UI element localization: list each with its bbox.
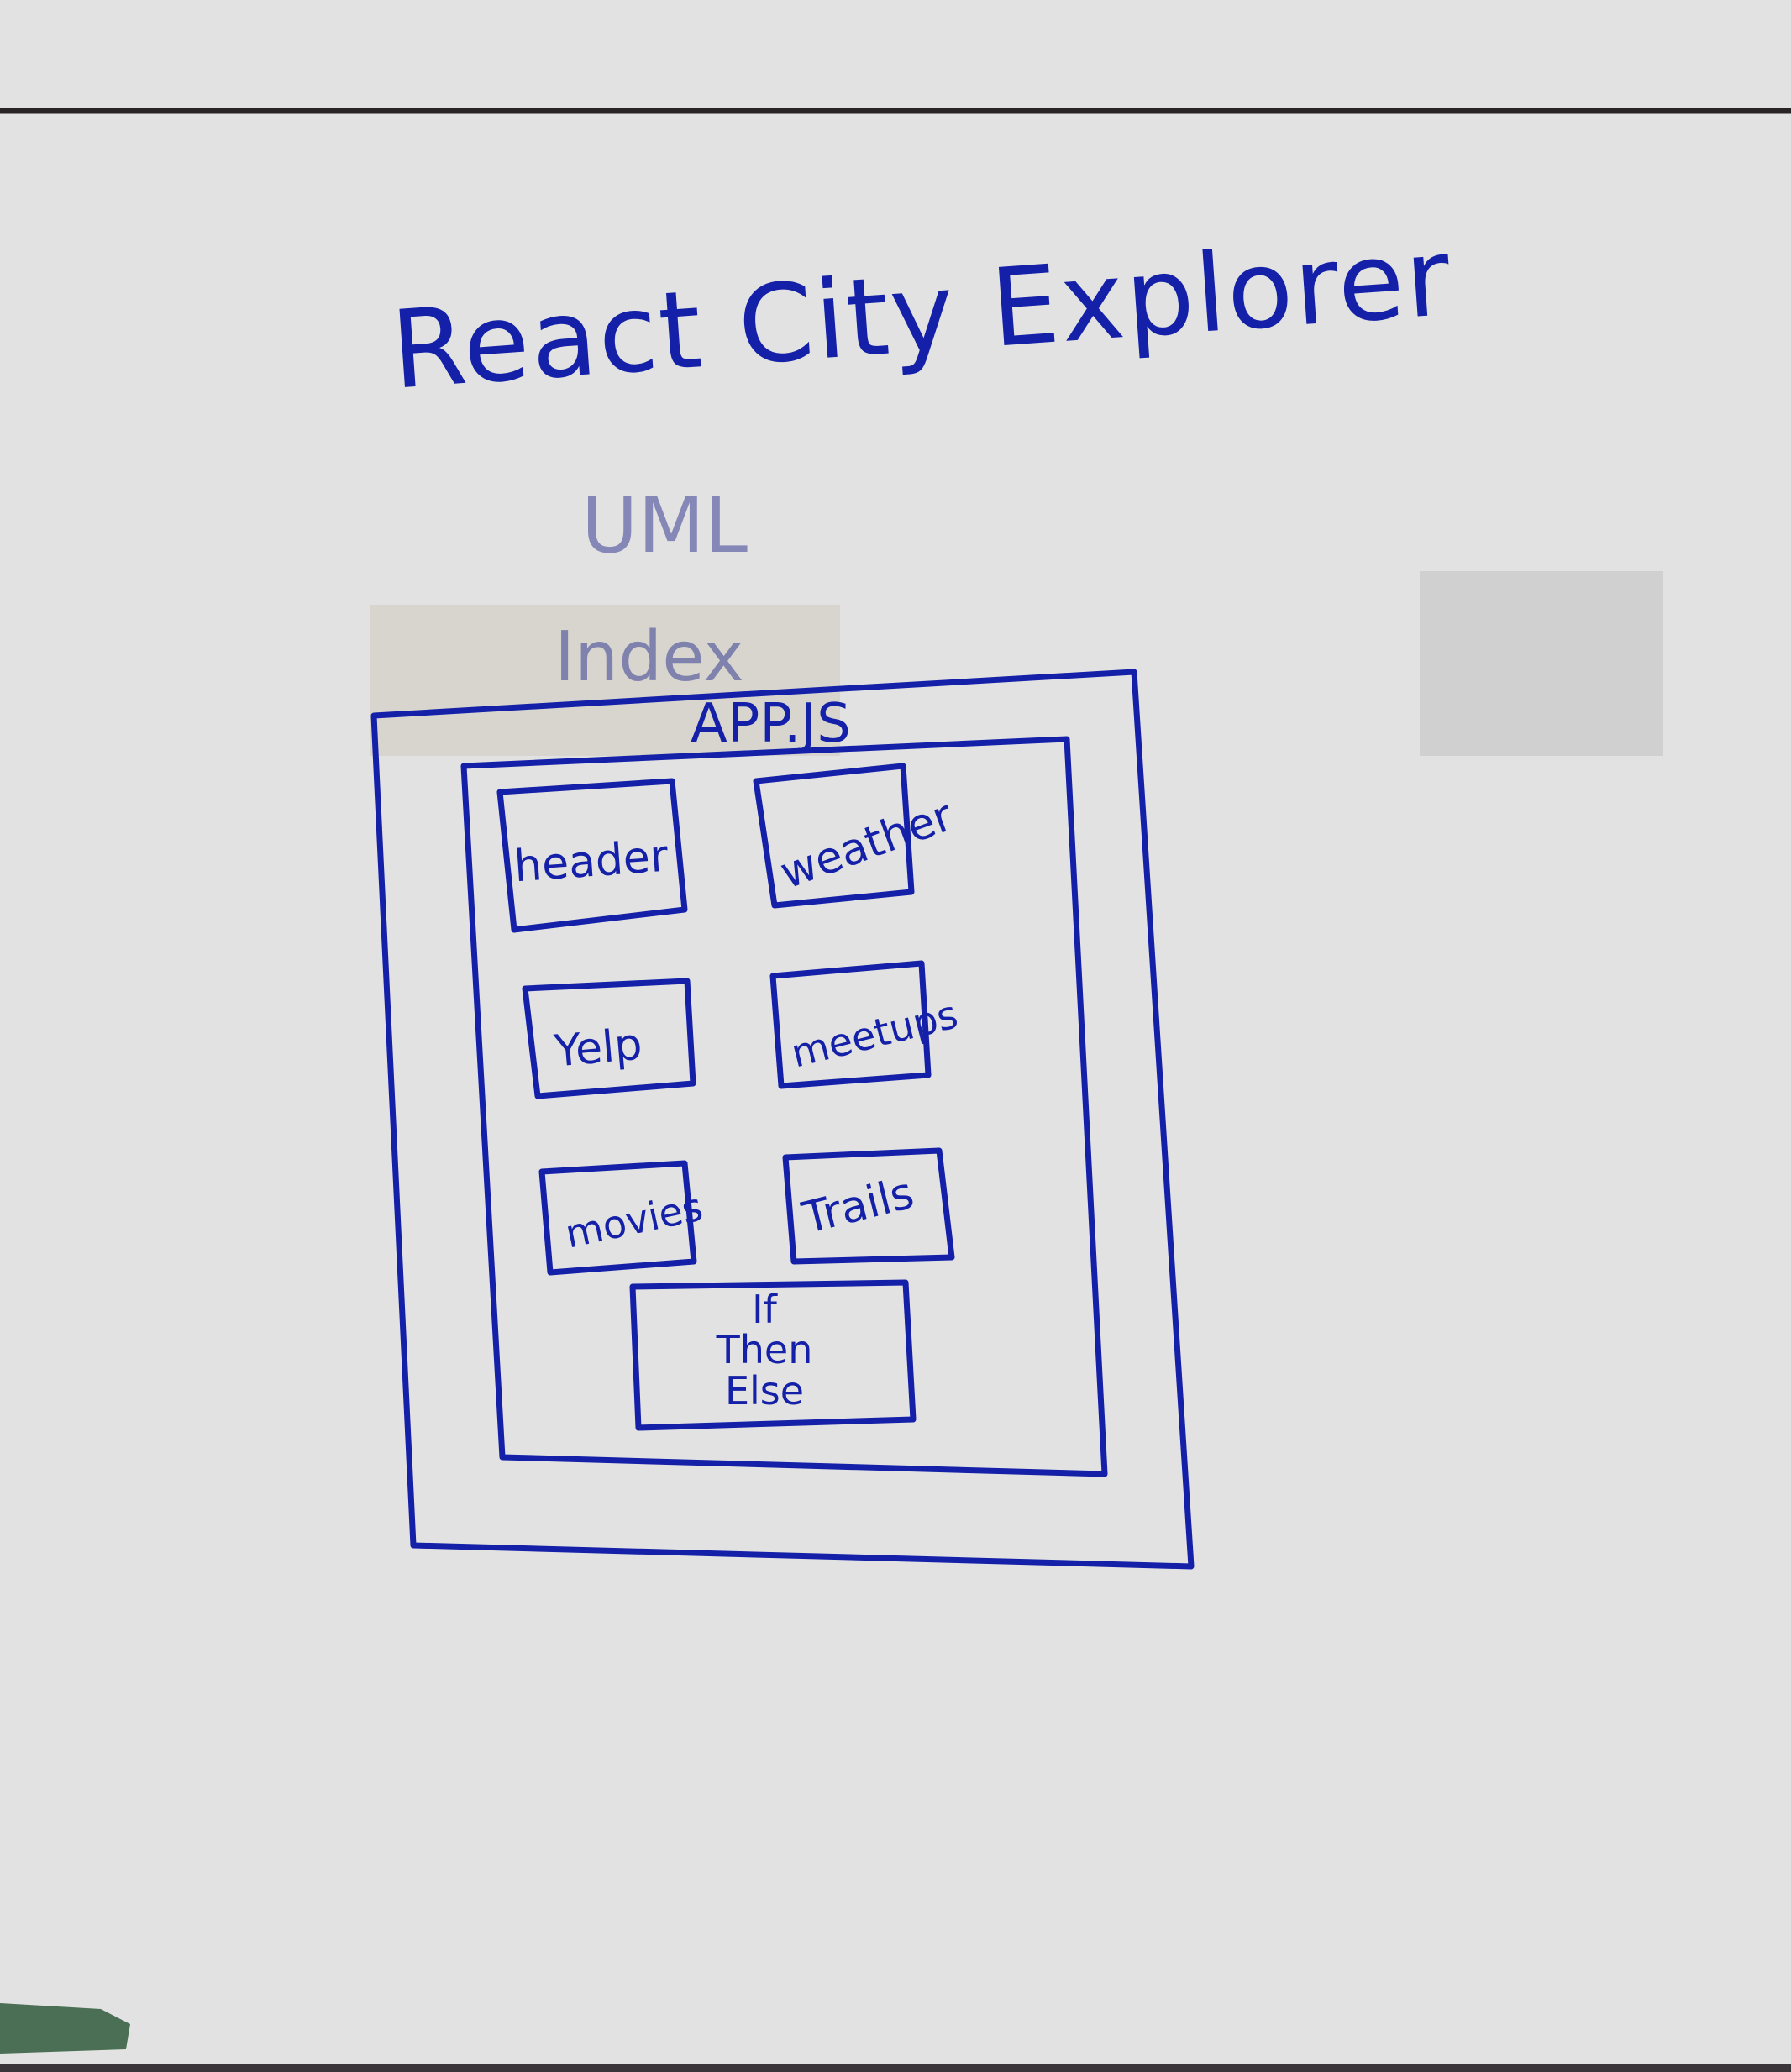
else-label: Else xyxy=(724,1367,805,1414)
yelp-box xyxy=(522,978,696,1099)
erased-smudge-right xyxy=(1420,571,1663,756)
index-outer-box xyxy=(370,669,1195,1570)
index-label: Index xyxy=(554,617,744,697)
meetups-box xyxy=(769,960,932,1089)
erased-smudge-left xyxy=(370,605,840,756)
header-box xyxy=(496,778,688,933)
if-then-else-label: If Then Else xyxy=(689,1289,840,1411)
then-label: Then xyxy=(716,1327,813,1373)
trails-box xyxy=(782,1147,955,1265)
weather-box xyxy=(753,763,915,909)
movies-box xyxy=(538,1160,697,1276)
diagram-subtitle: UML xyxy=(581,480,748,570)
if-then-else-box xyxy=(629,1279,917,1431)
app-box xyxy=(460,736,1108,1477)
marker-smudge xyxy=(0,2003,130,2054)
if-label: If xyxy=(752,1287,777,1332)
app-label: APP.JS xyxy=(691,693,851,755)
yelp-label: Yelp xyxy=(552,1019,644,1078)
header-label: header xyxy=(512,831,670,893)
